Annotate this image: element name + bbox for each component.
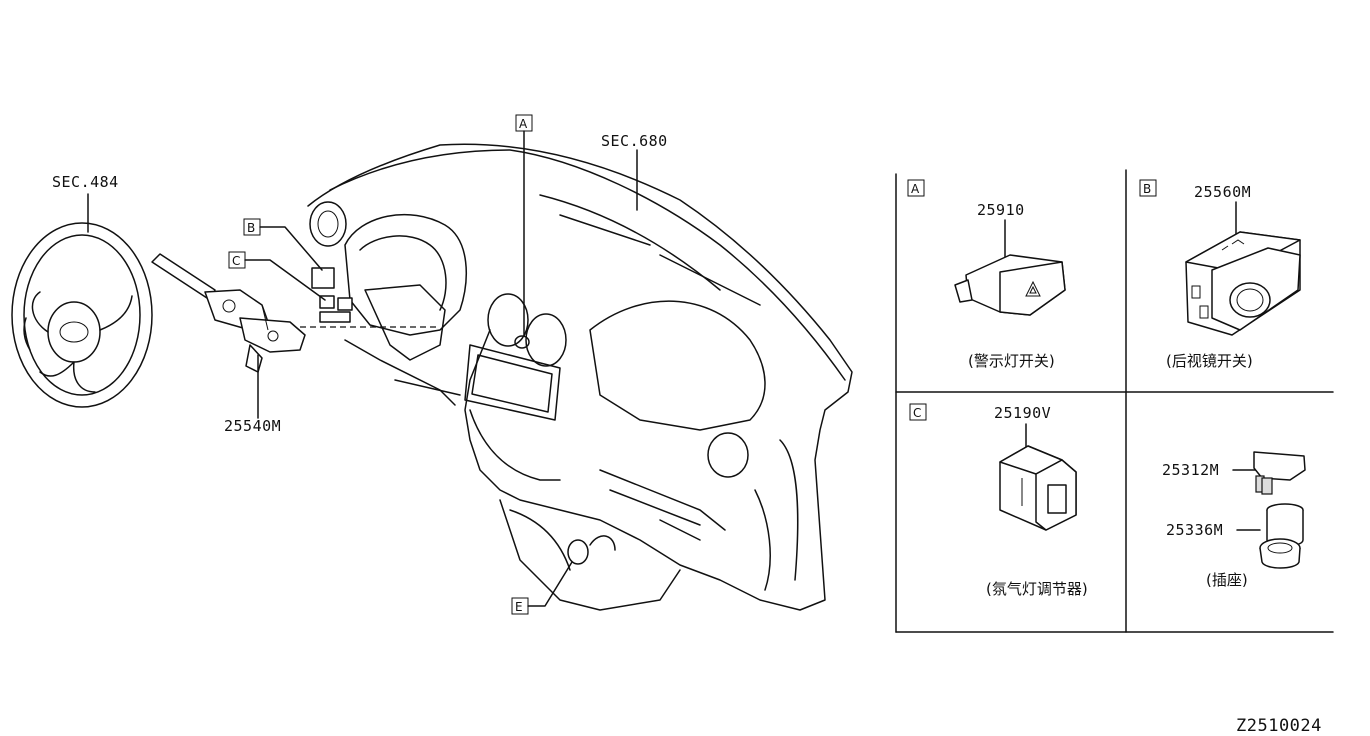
power-socket bbox=[1259, 503, 1304, 569]
panel-b-part-number: 25560M bbox=[1194, 183, 1251, 201]
steering-wheel bbox=[11, 222, 153, 408]
ref-b-label: B bbox=[247, 221, 255, 235]
socket-cap bbox=[1253, 451, 1306, 495]
panel-b-caption: (后视镜开关) bbox=[1166, 352, 1253, 370]
ref-a-label: A bbox=[519, 117, 528, 131]
panel-c-ref: C bbox=[913, 406, 921, 420]
mirror-switch bbox=[1185, 231, 1301, 336]
socket-cover-part-number: 25312M bbox=[1162, 461, 1219, 479]
leader-line bbox=[259, 226, 323, 271]
panel-a-ref-box bbox=[907, 179, 925, 197]
drawing-code: Z2510024 bbox=[1236, 716, 1322, 736]
dashboard-sec-label: SEC.680 bbox=[601, 132, 668, 150]
leader-line bbox=[527, 561, 573, 607]
warning-triangle-icon bbox=[1025, 280, 1041, 297]
instrument-panel bbox=[307, 143, 853, 611]
detail-grid bbox=[895, 169, 1334, 633]
combination-switch bbox=[151, 253, 306, 373]
hazard-switch bbox=[954, 254, 1066, 316]
socket-location bbox=[567, 539, 589, 565]
combination-switch-part-label: 25540M bbox=[224, 417, 281, 435]
panel-a: A 25910 (警示灯开关) bbox=[907, 179, 1066, 370]
panel-socket: 25312M 25336M (插座) bbox=[1162, 451, 1306, 589]
panel-a-caption: (警示灯开关) bbox=[968, 352, 1055, 370]
panel-a-part-number: 25910 bbox=[977, 201, 1025, 219]
socket-caption: (插座) bbox=[1206, 571, 1248, 589]
ref-c-label: C bbox=[232, 254, 240, 268]
socket-part-number: 25336M bbox=[1166, 521, 1223, 539]
panel-a-ref: A bbox=[911, 182, 920, 196]
panel-b: B 25560M (后视镜开关) bbox=[1139, 179, 1301, 370]
steering-wheel-sec-label: SEC.484 bbox=[52, 173, 119, 191]
panel-c-caption: (氛气灯调节器) bbox=[986, 580, 1088, 598]
dimmer-switch bbox=[999, 445, 1077, 531]
ref-e-label: E bbox=[515, 600, 523, 614]
leader-line bbox=[244, 259, 326, 301]
hazard-switch-location bbox=[514, 335, 530, 349]
panel-c-part-number: 25190V bbox=[994, 404, 1051, 422]
panel-b-ref-box bbox=[1139, 179, 1157, 197]
panel-c-ref-box bbox=[909, 403, 927, 421]
panel-b-ref: B bbox=[1143, 182, 1151, 196]
panel-c: C 25190V (氛气灯调节器) bbox=[909, 403, 1088, 598]
